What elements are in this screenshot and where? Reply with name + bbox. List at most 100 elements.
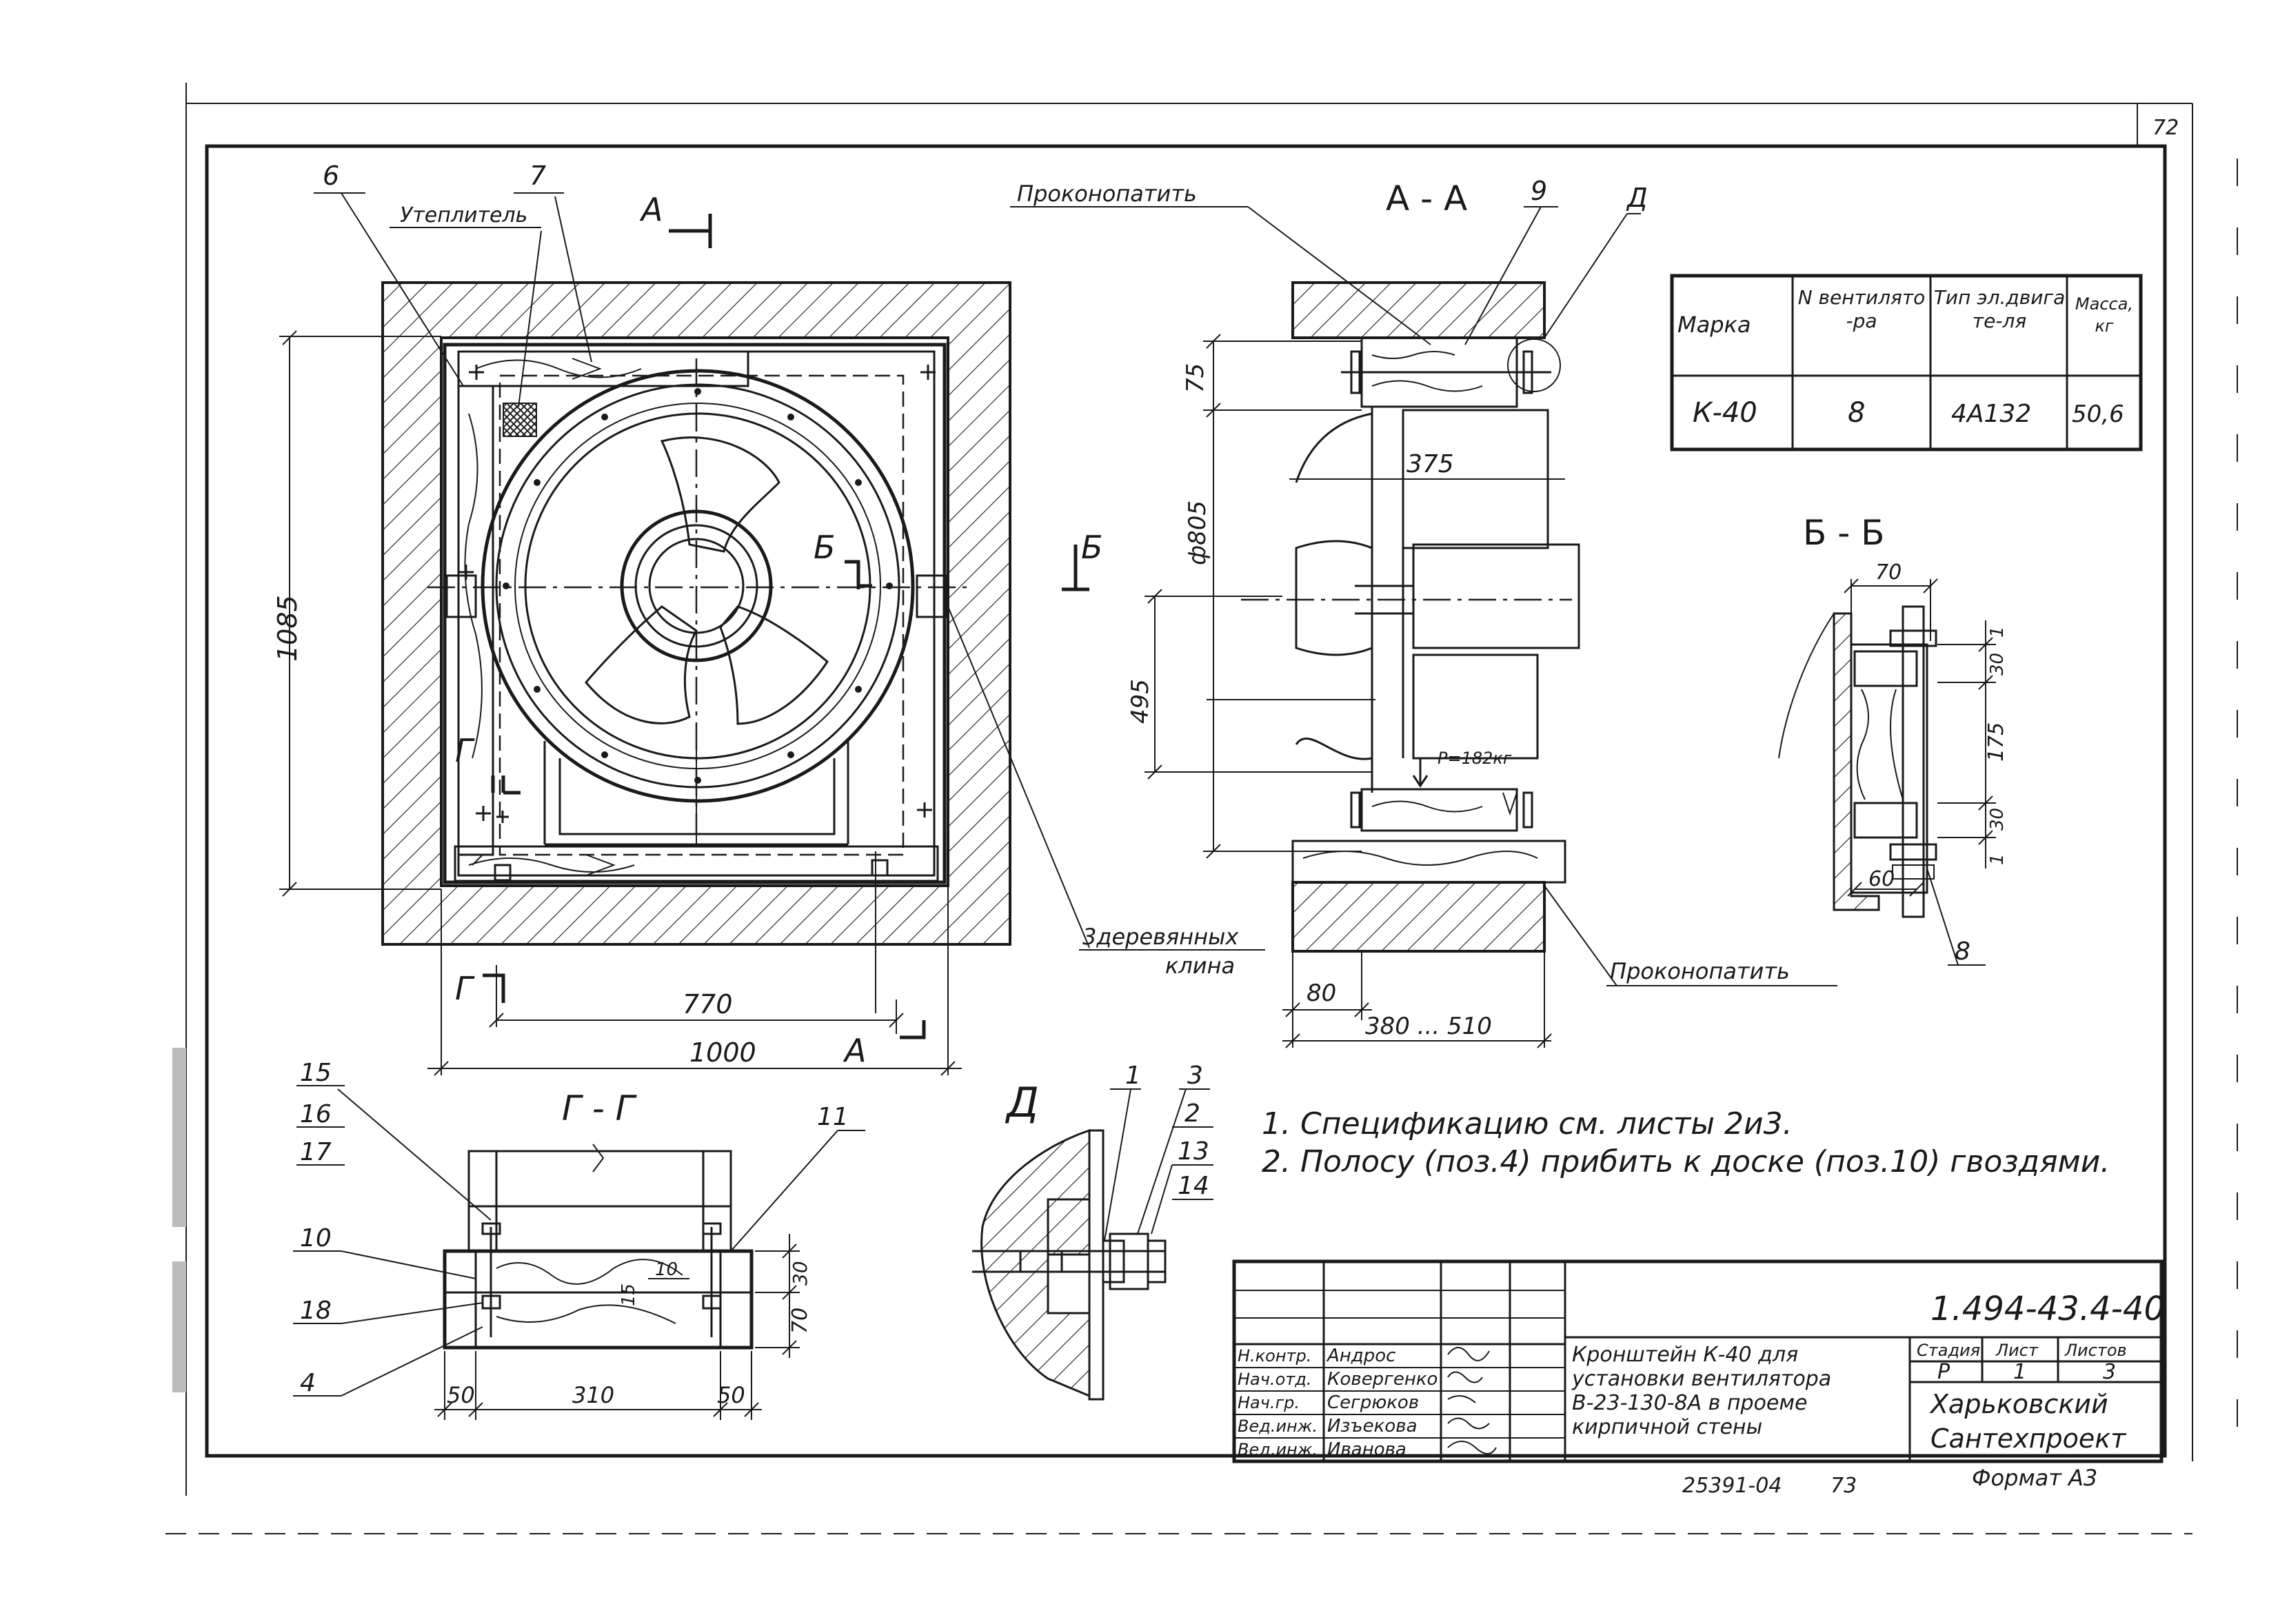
section-g-mark-bottom: Г xyxy=(455,970,475,1007)
sig-name-4: Изъекова xyxy=(1327,1416,1418,1437)
section-b-b xyxy=(1778,578,1996,966)
sig-name-5: Иванова xyxy=(1327,1439,1406,1460)
detail-pos-13: 13 xyxy=(1178,1137,1209,1166)
pos-8-label: 8 xyxy=(1955,937,1970,966)
dim-gg-70: 70 xyxy=(788,1308,812,1334)
wedges-label-1: 3деревянных xyxy=(1082,924,1239,950)
detail-d xyxy=(972,1088,1213,1401)
pos-15-label: 15 xyxy=(300,1059,332,1087)
stage-header: Стадия xyxy=(1917,1341,1980,1360)
pos-7-label: 7 xyxy=(530,161,546,191)
dim-80: 80 xyxy=(1307,980,1336,1007)
wall-top-aa xyxy=(1291,281,1546,339)
impeller-blade xyxy=(585,605,698,724)
dim-gg-310: 310 xyxy=(572,1382,614,1408)
title-line-2: установки вентилятора xyxy=(1571,1367,1831,1391)
title-line-1: Кронштейн К-40 для xyxy=(1572,1343,1798,1367)
wedges-label-2: клина xyxy=(1165,953,1235,979)
section-a-mark: А xyxy=(639,191,663,228)
note-2: 2. Полосу (поз.4) прибить к доске (поз.1… xyxy=(1262,1144,2110,1179)
side-bracket-left xyxy=(445,574,477,618)
format-label: Формат А3 xyxy=(1972,1465,2097,1491)
impeller-blade xyxy=(719,605,829,725)
pos-17-label: 17 xyxy=(300,1138,332,1166)
dim-bb-60: 60 xyxy=(1868,867,1895,891)
pos-6-label: 6 xyxy=(323,161,339,191)
left-board xyxy=(457,385,494,856)
dim-75: 75 xyxy=(1182,363,1209,393)
detail-pos-3: 3 xyxy=(1187,1062,1203,1090)
wall-detail-d xyxy=(980,1128,1091,1398)
spec-cell-mark: К-40 xyxy=(1693,397,1757,429)
sheets-header: Листов xyxy=(2064,1341,2127,1360)
section-gg-title: Г - Г xyxy=(562,1088,638,1128)
sheets-total-value: 3 xyxy=(2103,1360,2116,1384)
dim-1000: 1000 xyxy=(689,1037,756,1068)
stage-value: Р xyxy=(1937,1360,1950,1384)
dim-495: 495 xyxy=(1127,679,1154,724)
dim-bb-30-top: 30 xyxy=(1987,653,2008,676)
detail-pos-1: 1 xyxy=(1125,1062,1141,1090)
spec-cell-fan-number: 8 xyxy=(1848,397,1865,429)
side-bracket-right xyxy=(916,574,947,618)
section-a-mark-bottom: А xyxy=(843,1032,866,1069)
dim-bb-70: 70 xyxy=(1875,560,1902,585)
page-number: 72 xyxy=(2152,116,2179,140)
sheet-frame xyxy=(165,83,2238,1534)
section-b-mark-right: Б xyxy=(1081,529,1103,566)
sheet-value: 1 xyxy=(2013,1360,2026,1384)
pos-9-label: 9 xyxy=(1531,176,1547,206)
dim-bb-1-bottom: 1 xyxy=(1987,853,2008,865)
note-1: 1. Спецификацию см. листы 2и3. xyxy=(1262,1106,1793,1141)
insulation-mesh xyxy=(503,403,537,437)
pos-16-label: 16 xyxy=(300,1100,332,1128)
dim-1085: 1085 xyxy=(272,595,303,662)
dim-gg-50-right: 50 xyxy=(717,1382,745,1408)
org-line-1: Харьковский xyxy=(1929,1389,2108,1419)
spec-table xyxy=(1670,274,2143,451)
dim-bb-175: 175 xyxy=(1984,722,2008,762)
caulk-bottom-label: Проконопатить xyxy=(1610,958,1790,984)
section-aa-title: А - А xyxy=(1386,179,1467,219)
pos-18-label: 18 xyxy=(300,1297,332,1325)
section-a-a xyxy=(1010,206,1837,1048)
spec-header-mass: Масса, кг xyxy=(2075,294,2134,336)
caulk-top-label: Проконопатить xyxy=(1017,181,1197,207)
spec-cell-motor-type: 4А132 xyxy=(1951,400,2031,428)
spec-header-mark: Марка xyxy=(1677,312,1751,338)
stamp-sheet: 73 xyxy=(1831,1474,1857,1498)
sig-role-1: Н.контр. xyxy=(1238,1346,1311,1366)
load-label: P=182кг xyxy=(1438,749,1512,768)
section-g-mark: Г xyxy=(455,732,475,769)
org-line-2: Сантехпроект xyxy=(1930,1423,2127,1454)
sig-role-2: Нач.отд. xyxy=(1238,1370,1311,1389)
sig-name-1: Андрос xyxy=(1326,1346,1395,1366)
sig-name-3: Сегрюков xyxy=(1327,1392,1419,1413)
insulation-label: Утеплитель xyxy=(400,203,527,227)
dim-375: 375 xyxy=(1406,450,1454,478)
section-bb-title: Б - Б xyxy=(1803,513,1884,553)
pos-11-label: 11 xyxy=(817,1103,849,1131)
pos-10-label: 10 xyxy=(300,1224,332,1252)
sig-role-5: Вед.инж. xyxy=(1238,1440,1318,1459)
plan-view xyxy=(279,192,1265,1076)
spec-header-fan-number: N вентилято-ра xyxy=(1797,286,1926,332)
dim-gg-50-left: 50 xyxy=(447,1382,475,1408)
dim-diameter-805: ф805 xyxy=(1184,500,1211,565)
detail-pos-14: 14 xyxy=(1178,1172,1209,1200)
title-line-4: кирпичной стены xyxy=(1572,1415,1762,1439)
wall-bb xyxy=(1833,612,1880,911)
title-block xyxy=(1232,1259,2164,1463)
top-board xyxy=(457,350,749,387)
sig-name-2: Ковергенко xyxy=(1327,1369,1438,1390)
impeller-blade xyxy=(660,436,780,553)
section-b-mark-left: Б xyxy=(814,529,836,566)
pos-10-inner-label: 10 xyxy=(655,1259,678,1280)
pos-15-inner-label: 15 xyxy=(618,1283,639,1306)
section-g-g xyxy=(293,1085,865,1420)
sheet-header: Лист xyxy=(1995,1341,2039,1360)
bottom-board xyxy=(454,845,939,882)
detail-d-mark: Д xyxy=(1626,183,1648,213)
dim-770: 770 xyxy=(683,989,733,1019)
